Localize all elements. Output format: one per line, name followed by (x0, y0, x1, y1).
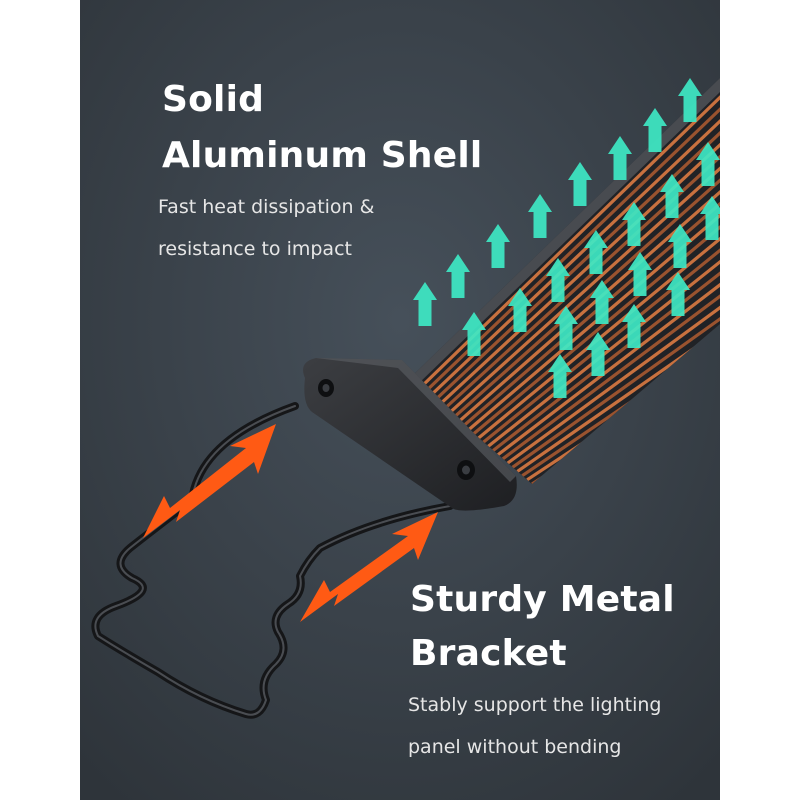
up-arrow-icon (666, 272, 690, 316)
up-arrow-icon (546, 258, 570, 302)
bracket-title-line-1: Sturdy Metal (410, 579, 675, 620)
up-arrow-icon (462, 312, 486, 356)
aquarium-light-illustration (80, 0, 720, 800)
bracket-arrow-upper (143, 424, 276, 538)
double-arrow-icon (143, 424, 276, 538)
wire-bracket (91, 402, 454, 719)
up-arrow-icon (554, 306, 578, 350)
up-arrow-icon (584, 230, 608, 274)
up-arrow-icon (486, 224, 510, 268)
up-arrow-icon (590, 280, 614, 324)
heat-dissipation-arrows (413, 78, 720, 398)
up-arrow-icon (628, 252, 652, 296)
up-arrow-icon (700, 196, 720, 240)
up-arrow-icon (696, 142, 720, 186)
product-image: Solid Aluminum Shell Fast heat dissipati… (80, 0, 720, 800)
bracket-description-line-2: panel without bending (408, 736, 622, 758)
bracket-arrow-lower (300, 512, 438, 622)
double-arrow-icon (300, 512, 438, 622)
up-arrow-icon (586, 332, 610, 376)
feature-description-line-1: Fast heat dissipation & (158, 196, 375, 218)
end-cap (303, 358, 517, 511)
up-arrow-icon (678, 78, 702, 122)
up-arrow-icon (622, 202, 646, 246)
feature-title-line-2: Aluminum Shell (162, 135, 483, 176)
up-arrow-icon (528, 194, 552, 238)
up-arrow-icon (608, 136, 632, 180)
up-arrow-icon (508, 288, 532, 332)
feature-title-line-1: Solid (162, 79, 265, 120)
bracket-title-line-2: Bracket (410, 633, 567, 674)
feature-description-line-2: resistance to impact (158, 238, 352, 260)
up-arrow-icon (643, 108, 667, 152)
bracket-description-line-1: Stably support the lighting (408, 694, 662, 716)
up-arrow-icon (668, 224, 692, 268)
up-arrow-icon (660, 174, 684, 218)
up-arrow-icon (446, 254, 470, 298)
up-arrow-icon (622, 304, 646, 348)
up-arrow-icon (548, 354, 572, 398)
up-arrow-icon (568, 162, 592, 206)
up-arrow-icon (413, 282, 437, 326)
